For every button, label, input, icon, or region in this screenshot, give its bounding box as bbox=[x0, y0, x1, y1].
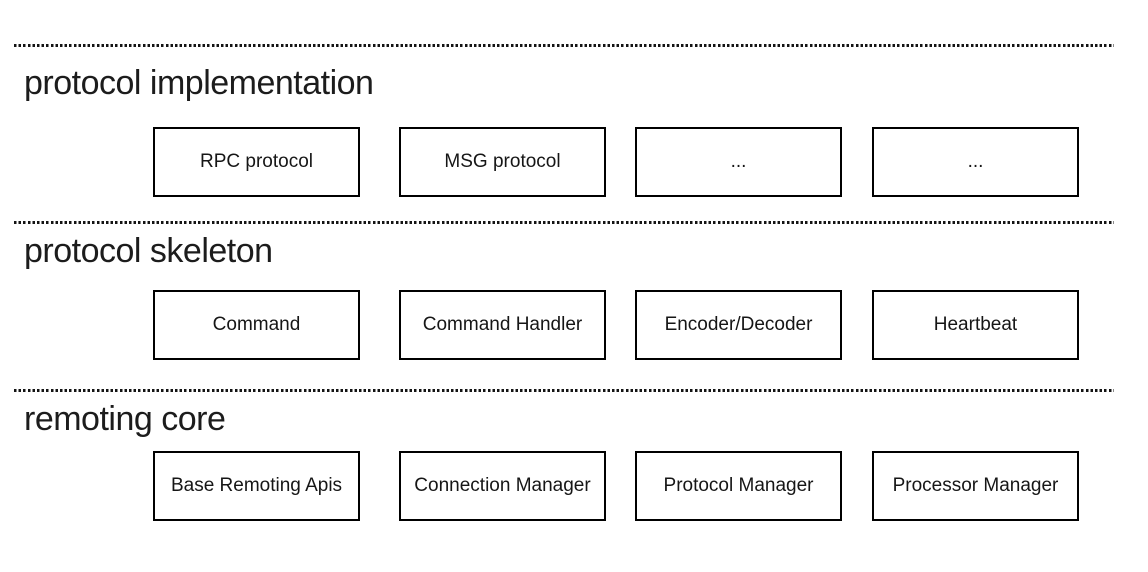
module-box-base-remoting-apis: Base Remoting Apis bbox=[153, 451, 360, 521]
layer-divider bbox=[14, 221, 1114, 224]
layer-title-remoting-core: remoting core bbox=[24, 400, 226, 438]
module-box-label: Connection Manager bbox=[414, 475, 591, 496]
module-box-processor-manager: Processor Manager bbox=[872, 451, 1079, 521]
module-box-encoder-decoder: Encoder/Decoder bbox=[635, 290, 842, 360]
module-box-ellipsis-2: ... bbox=[872, 127, 1079, 197]
module-box-label: Command bbox=[212, 314, 301, 335]
module-box-msg-protocol: MSG protocol bbox=[399, 127, 606, 197]
module-box-label: ... bbox=[967, 151, 984, 172]
module-box-command-handler: Command Handler bbox=[399, 290, 606, 360]
module-box-command: Command bbox=[153, 290, 360, 360]
module-box-rpc-protocol: RPC protocol bbox=[153, 127, 360, 197]
module-box-label: Base Remoting Apis bbox=[170, 475, 343, 496]
module-box-label: RPC protocol bbox=[200, 151, 313, 172]
module-box-label: Heartbeat bbox=[933, 314, 1018, 335]
layer-title-protocol-implementation: protocol implementation bbox=[24, 64, 374, 102]
module-box-label: Processor Manager bbox=[892, 475, 1059, 496]
module-box-label: MSG protocol bbox=[444, 151, 561, 172]
module-box-label: Command Handler bbox=[422, 314, 583, 335]
module-box-heartbeat: Heartbeat bbox=[872, 290, 1079, 360]
module-box-label: Protocol Manager bbox=[663, 475, 814, 496]
layer-divider bbox=[14, 389, 1114, 392]
module-box-ellipsis-1: ... bbox=[635, 127, 842, 197]
module-box-label: ... bbox=[730, 151, 747, 172]
module-box-protocol-manager: Protocol Manager bbox=[635, 451, 842, 521]
layer-title-protocol-skeleton: protocol skeleton bbox=[24, 232, 273, 270]
layer-divider bbox=[14, 44, 1114, 47]
module-box-connection-manager: Connection Manager bbox=[399, 451, 606, 521]
module-box-label: Encoder/Decoder bbox=[664, 314, 813, 335]
